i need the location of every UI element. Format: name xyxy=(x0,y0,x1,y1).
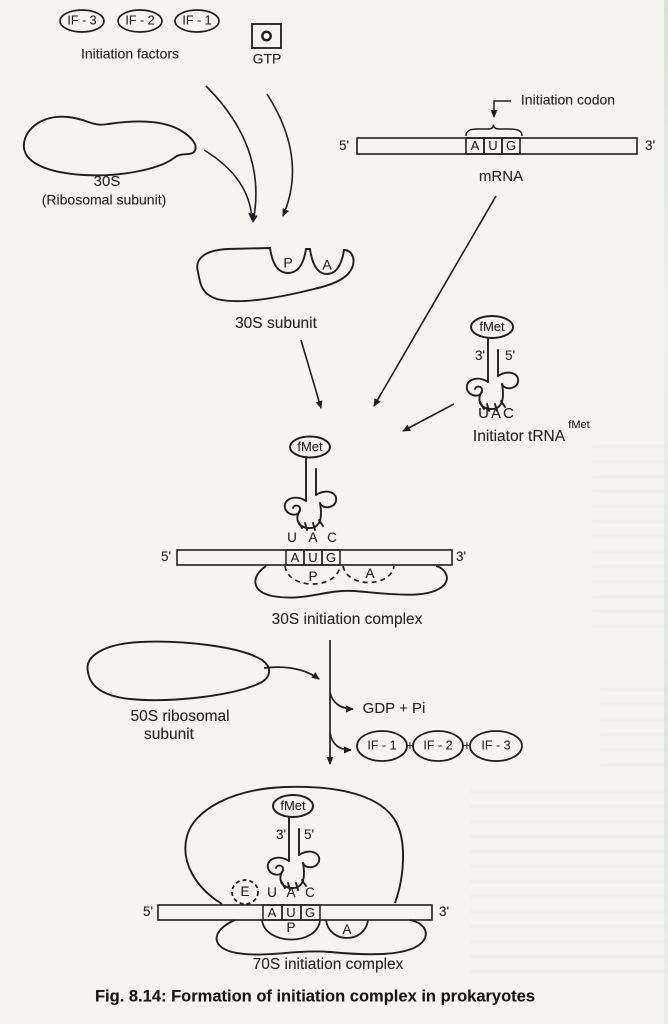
released-if3-label: IF - 3 xyxy=(481,738,511,753)
fmet-label: fMet xyxy=(479,319,505,335)
mrna-label: mRNA xyxy=(478,168,524,186)
initiation-factors-label: Initiation factors xyxy=(80,45,180,62)
p-site-letter: P xyxy=(286,919,296,935)
codon-u: U xyxy=(286,905,296,921)
30s-subunit-label: 30S subunit xyxy=(235,314,317,332)
initiator-trna-label: Initiator tRNA xyxy=(472,427,566,445)
codon-g: G xyxy=(325,550,337,566)
released-factors-ovals xyxy=(356,730,523,762)
assembly-arrows xyxy=(203,85,294,223)
trna-3prime: 3' xyxy=(474,347,486,363)
30s-ribosomal-subunit-shape xyxy=(23,115,197,177)
mrna-5prime: 5' xyxy=(160,548,172,564)
70s-initiation-complex-label: 70S initiation complex xyxy=(252,955,404,973)
30s-title: 30S xyxy=(93,173,121,191)
a-site-letter: A xyxy=(322,256,332,273)
mrna-3prime: 3' xyxy=(438,903,450,919)
codon-u: U xyxy=(488,138,498,154)
30s-lower-blob xyxy=(215,919,427,956)
30s-lower-blob xyxy=(254,565,448,599)
trna-5prime: 5' xyxy=(303,826,315,842)
initiation-factors-ovals xyxy=(59,9,220,33)
p-site-letter: P xyxy=(283,254,293,271)
mrna-bar xyxy=(356,100,638,155)
50s-ribosomal-subunit-shape xyxy=(86,640,270,702)
e-site-dashed xyxy=(231,879,259,905)
scan-edge-tint xyxy=(664,0,668,1024)
codon-a: A xyxy=(267,905,277,921)
a-site-letter: A xyxy=(365,565,375,581)
anticodon-u: U xyxy=(267,884,277,900)
complex-formation-arrows xyxy=(300,195,497,432)
fmet-label: fMet xyxy=(280,798,306,814)
if2-label: IF - 2 xyxy=(125,13,155,28)
initiation-codon-pointer xyxy=(490,100,511,118)
initiation-codon-label: Initiation codon xyxy=(520,91,616,108)
50s-subtitle: subunit xyxy=(144,725,194,743)
30s-initiation-complex-label: 30S initiation complex xyxy=(271,610,423,628)
codon-g: G xyxy=(304,905,316,921)
70s-initiation-complex xyxy=(157,785,433,956)
initiator-trna-shape xyxy=(465,315,520,412)
plus-sign: + xyxy=(463,737,471,753)
trna-3prime: 3' xyxy=(275,826,287,842)
gtp-symbol xyxy=(251,23,282,49)
fmet-label: fMet xyxy=(297,439,323,455)
figure-caption: Fig. 8.14: Formation of initiation compl… xyxy=(94,987,536,1006)
a-site-letter: A xyxy=(342,921,352,937)
codon-u: U xyxy=(308,550,318,566)
mrna-3prime: 3' xyxy=(644,137,656,153)
if3-label: IF - 3 xyxy=(67,13,97,28)
anticodon-label: UAC xyxy=(478,405,516,423)
mrna-5prime: 5' xyxy=(142,903,154,919)
anticodon-c: C xyxy=(327,529,337,545)
gtp-label: GTP xyxy=(252,50,282,67)
30s-subunit-shape xyxy=(196,247,355,302)
transition-arrows xyxy=(263,640,354,765)
a-site-bump xyxy=(325,919,369,939)
trna-5prime: 5' xyxy=(504,347,516,363)
mrna-5prime: 5' xyxy=(338,137,350,153)
anticodon-a: A xyxy=(308,529,318,545)
gdp-pi-label: GDP + Pi xyxy=(362,700,426,718)
codon-g: G xyxy=(505,138,517,154)
50s-title: 50S ribosomal xyxy=(130,707,230,725)
scan-bleedthrough xyxy=(470,790,666,980)
if1-label: IF - 1 xyxy=(182,13,212,28)
initiator-trna-superscript: fMet xyxy=(568,419,590,432)
p-site-dashed-arc xyxy=(284,565,341,585)
30s-initiation-complex xyxy=(176,435,453,599)
anticodon-a: A xyxy=(286,884,296,900)
mrna-3prime: 3' xyxy=(455,548,467,564)
30s-subtitle: (Ribosomal subunit) xyxy=(41,191,167,208)
scan-bleedthrough xyxy=(600,688,666,768)
codon-brace xyxy=(465,124,523,137)
codon-a: A xyxy=(290,550,300,566)
e-site-letter: E xyxy=(240,883,250,899)
50s-dome-shape xyxy=(184,785,404,905)
codon-a: A xyxy=(470,138,480,154)
plus-sign: + xyxy=(406,737,414,753)
released-if1-label: IF - 1 xyxy=(367,738,397,753)
anticodon-u: U xyxy=(287,529,297,545)
p-site-letter: P xyxy=(308,568,318,584)
anticodon-c: C xyxy=(305,884,315,900)
scan-bleedthrough xyxy=(592,445,666,630)
released-if2-label: IF - 2 xyxy=(423,738,453,753)
p-site-bump xyxy=(261,919,321,941)
